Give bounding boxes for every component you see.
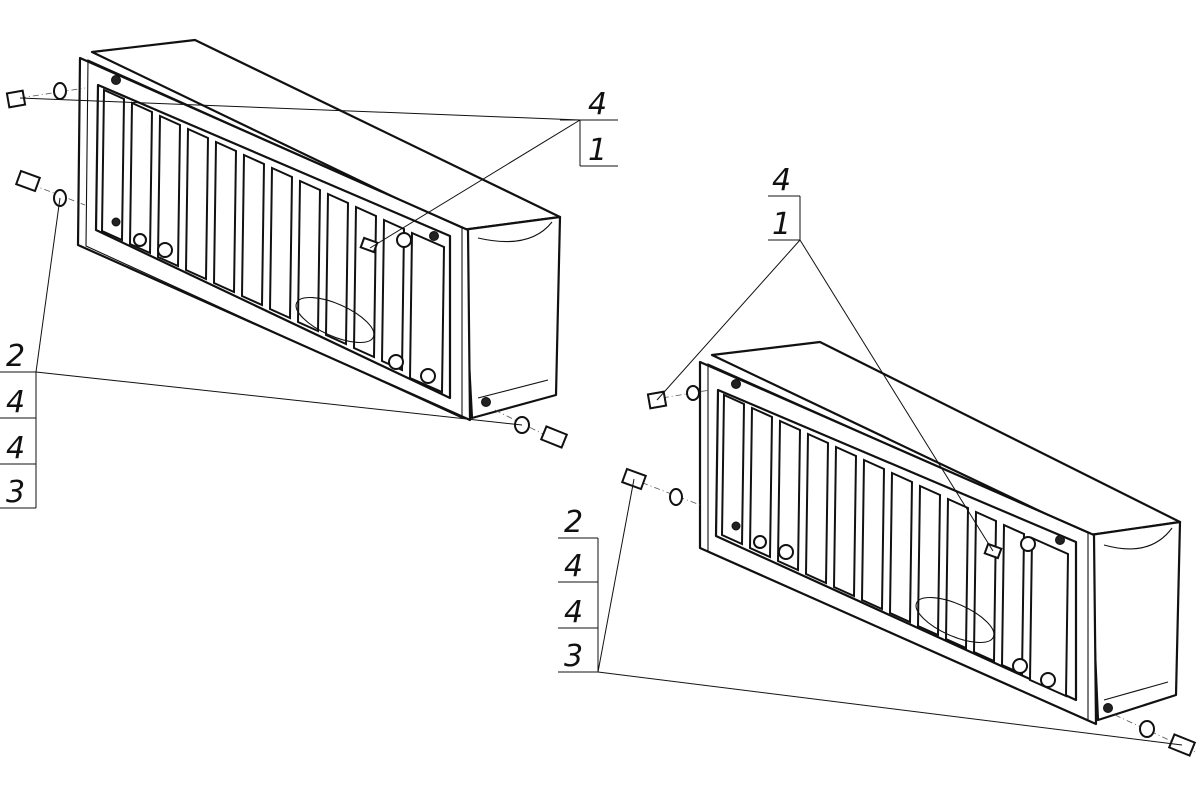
right-fastener-bottom <box>1114 714 1197 757</box>
left-fastener-mid <box>14 169 86 207</box>
right-assembly: 4 1 2 4 4 3 <box>558 163 1197 757</box>
left-fastener-bottom <box>494 409 569 449</box>
left-callout-top-label-1: 4 <box>588 87 607 122</box>
right-grille-slots <box>720 393 1070 698</box>
left-grille-slots <box>100 88 446 394</box>
right-callout-bottom-label-2: 4 <box>564 549 583 584</box>
left-callout-bottom-label-2: 4 <box>6 385 25 420</box>
left-assembly: 4 1 2 4 4 3 <box>0 38 618 510</box>
right-housing-end <box>1088 520 1182 722</box>
left-callout-top: 4 1 <box>560 87 618 168</box>
left-callout-bottom-label-1: 2 <box>6 339 25 374</box>
left-callout-top-label-2: 1 <box>588 133 607 168</box>
left-fastener-top <box>5 82 86 109</box>
left-housing-end <box>460 215 562 420</box>
right-fastener-mid <box>620 467 701 506</box>
left-callout-bottom-label-4: 3 <box>6 475 25 510</box>
right-callout-top-label-1: 4 <box>772 163 791 198</box>
right-callout-bottom-label-3: 4 <box>564 595 583 630</box>
right-fastener-top <box>646 385 711 410</box>
left-callout-bottom-label-3: 4 <box>6 431 25 466</box>
right-callout-bottom-label-4: 3 <box>564 639 583 674</box>
right-callout-top: 4 1 <box>768 163 801 242</box>
right-callout-bottom-label-1: 2 <box>564 505 583 540</box>
right-callout-bottom: 2 4 4 3 <box>558 505 599 674</box>
left-callout-bottom: 2 4 4 3 <box>0 339 37 510</box>
right-callout-top-label-2: 1 <box>772 207 791 242</box>
